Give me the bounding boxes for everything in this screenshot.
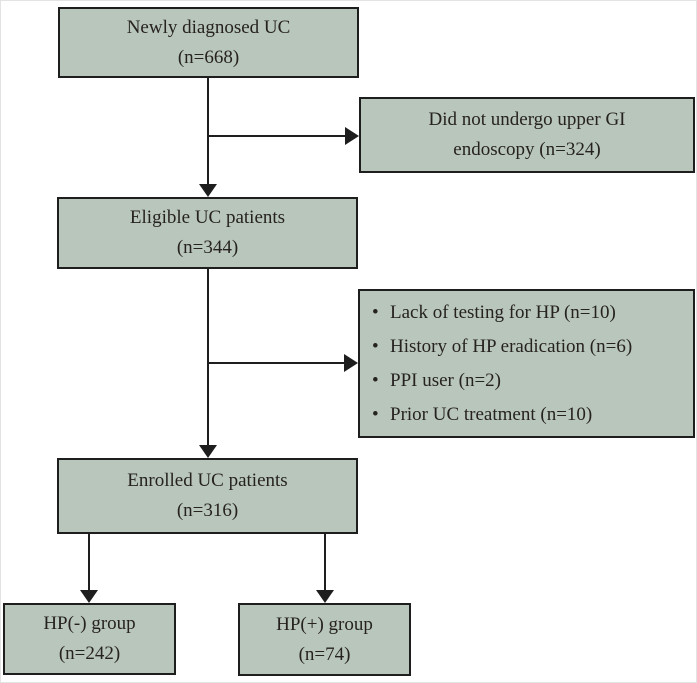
exclusion-item-text: Lack of testing for HP (n=10) [390,301,616,323]
arrowhead-right-icon [345,127,359,145]
connector-eligible-to-enrolled [207,269,209,446]
box-hp-negative-group: HP(-) group (n=242) [3,603,176,675]
box-no-endoscopy-label: Did not undergo upper GI [428,109,626,130]
bullet-icon: • [372,301,379,323]
exclusion-item-text: PPI user (n=2) [390,369,501,391]
connector-enrolled-to-hp-positive [324,534,326,591]
arrowhead-down-icon [199,184,217,197]
bullet-icon: • [372,335,379,357]
arrowhead-down-icon [316,590,334,603]
box-hp-negative-label: HP(-) group [43,613,136,634]
box-no-endoscopy: Did not undergo upper GI endoscopy (n=32… [359,97,695,173]
box-hp-positive-group: HP(+) group (n=74) [238,603,411,676]
box-enrolled-patients-label: Enrolled UC patients [127,470,288,491]
box-hp-negative-count: (n=242) [58,643,121,664]
bullet-icon: • [372,403,379,425]
exclusion-item-text: Prior UC treatment (n=10) [390,403,593,425]
box-enrolled-patients: Enrolled UC patients (n=316) [57,458,358,534]
bullet-icon: • [372,369,379,391]
exclusion-item: • PPI user (n=2) [372,364,501,398]
connector-branch-to-exclusions [208,362,345,364]
box-exclusion-criteria: • Lack of testing for HP (n=10) • Histor… [358,289,695,438]
arrowhead-down-icon [199,445,217,458]
connector-newly-to-eligible [207,78,209,186]
box-no-endoscopy-count: endoscopy (n=324) [453,139,601,160]
box-hp-positive-count: (n=74) [298,643,351,665]
box-newly-diagnosed-count: (n=668) [177,46,240,68]
arrowhead-down-icon [80,590,98,603]
box-enrolled-patients-count: (n=316) [176,500,239,521]
connector-enrolled-to-hp-negative [88,534,90,591]
box-eligible-patients-count: (n=344) [176,237,239,258]
box-hp-positive-label: HP(+) group [276,613,373,635]
exclusion-item: • History of HP eradication (n=6) [372,330,632,364]
box-eligible-patients-label: Eligible UC patients [129,207,286,228]
box-newly-diagnosed-label: Newly diagnosed UC [126,16,291,38]
exclusion-item: • Lack of testing for HP (n=10) [372,296,616,330]
box-newly-diagnosed: Newly diagnosed UC (n=668) [58,7,359,78]
arrowhead-right-icon [344,354,358,372]
exclusion-item-text: History of HP eradication (n=6) [390,335,633,357]
box-eligible-patients: Eligible UC patients (n=344) [57,197,358,269]
exclusion-item: • Prior UC treatment (n=10) [372,398,592,432]
connector-branch-to-no-endoscopy [208,135,346,137]
